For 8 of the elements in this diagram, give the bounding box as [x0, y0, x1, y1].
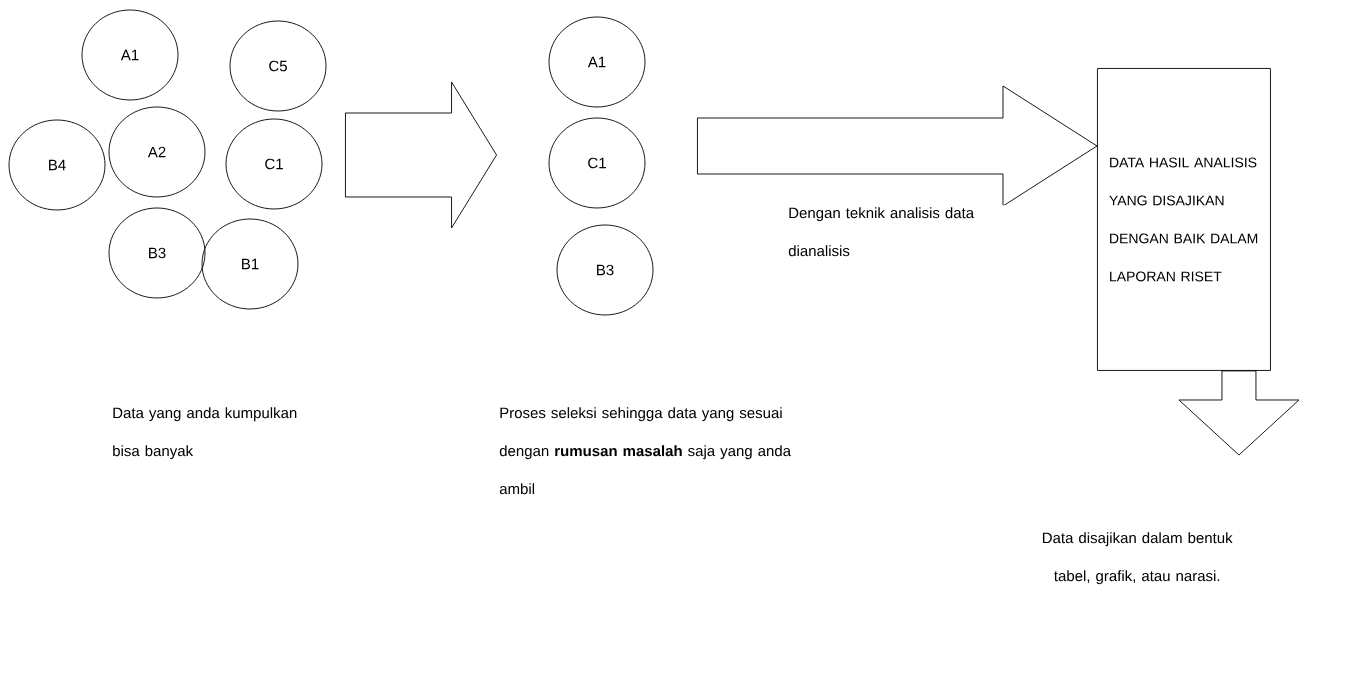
block-arrow	[345, 81, 497, 229]
block-arrow	[1178, 370, 1300, 456]
block-arrow	[697, 85, 1098, 207]
report-box: DATA HASIL ANALISIS YANG DISAJIKAN DENGAN BAIK DALAM LAPORAN RISET	[1097, 68, 1271, 371]
description-text: Data yang anda kumpulkan bisa banyak	[113, 407, 297, 460]
description-text: Proses seleksi sehingga data yang sesuai dengan rumusan masalah saja yang anda ambil	[499, 407, 791, 495]
edge-label: Dengan teknik analisis data dianalisis	[786, 205, 1006, 259]
description-text: Data disajikan dalam bentuk tabel, grafik, atau narasi.	[1042, 532, 1233, 585]
